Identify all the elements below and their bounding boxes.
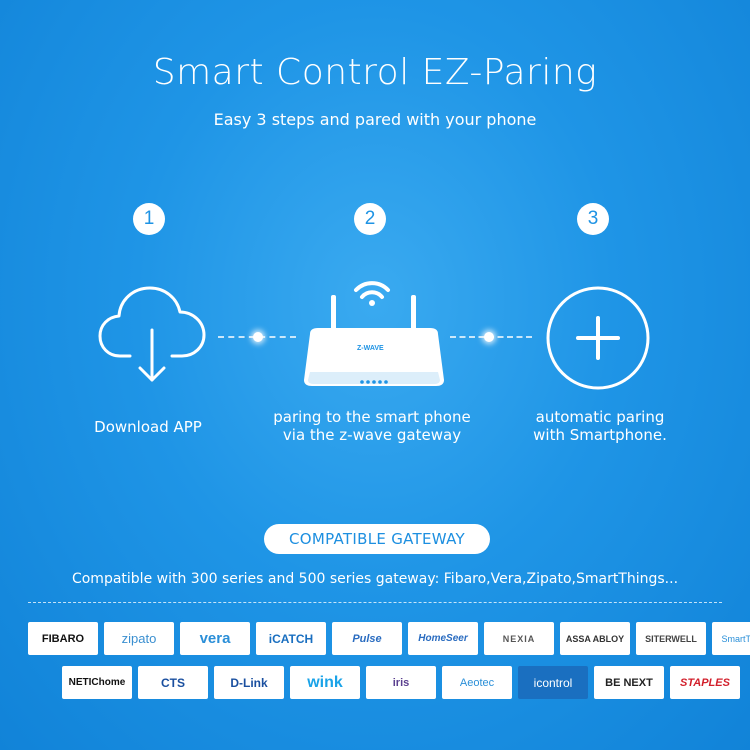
compatible-gateway-label: COMPATIBLE GATEWAY — [264, 524, 490, 554]
logo-benext: BE NEXT — [594, 666, 664, 699]
logo-netichome: NETIChome — [62, 666, 132, 699]
compatible-gateway-text: Compatible with 300 series and 500 serie… — [71, 571, 679, 587]
logo-staples: STAPLES — [670, 666, 740, 699]
router-icon — [304, 281, 444, 386]
step-3-caption-line2: with Smartphone. — [533, 426, 667, 444]
connector-dot-1 — [253, 332, 263, 342]
logo-smartthings: SmartThings — [712, 622, 750, 655]
step-1-caption: Download APP — [58, 418, 238, 436]
page-title: Smart Control EZ-Paring — [152, 52, 598, 93]
logo-zipato: zipato — [104, 622, 174, 655]
step-2-number: 2 — [354, 203, 386, 235]
step-1-caption-line1: Download APP — [94, 418, 202, 436]
page-subtitle: Easy 3 steps and pared with your phone — [213, 110, 537, 129]
step-3-caption: automatic paring with Smartphone. — [505, 408, 695, 444]
logo-icontrol: icontrol — [518, 666, 588, 699]
step-2-caption-line2: via the z-wave gateway — [282, 426, 462, 444]
logo-nexia: NEXIA — [484, 622, 554, 655]
zwave-badge: Z-WAVE — [357, 345, 384, 352]
logo-assa-abloy: ASSA ABLOY — [560, 622, 630, 655]
logo-pulse: Pulse — [332, 622, 402, 655]
logo-row-2: NETIChome CTS D-Link wink iris Aeotec ic… — [62, 666, 740, 699]
step-3-caption-line1: automatic paring — [535, 408, 665, 426]
logo-row-1: FIBARO zipato vera iCATCH Pulse HomeSeer… — [28, 622, 750, 655]
step-2-caption: paring to the smart phone via the z-wave… — [255, 408, 489, 444]
logo-icatch: iCATCH — [256, 622, 326, 655]
logo-iris: iris — [366, 666, 436, 699]
logo-wink: wink — [290, 666, 360, 699]
step-1-number: 1 — [133, 203, 165, 235]
connector-dot-2 — [484, 332, 494, 342]
logo-dlink: D-Link — [214, 666, 284, 699]
logo-fibaro: FIBARO — [28, 622, 98, 655]
logo-cts: CTS — [138, 666, 208, 699]
cloud-download-icon — [98, 286, 206, 382]
logo-siterwell: SITERWELL — [636, 622, 706, 655]
step-2-caption-line1: paring to the smart phone — [273, 408, 471, 426]
plus-circle-icon — [546, 286, 650, 390]
logo-homeseer: HomeSeer — [408, 622, 478, 655]
logo-vera: vera — [180, 622, 250, 655]
step-3-number: 3 — [577, 203, 609, 235]
logo-aeotec: Aeotec — [442, 666, 512, 699]
divider — [28, 602, 722, 603]
